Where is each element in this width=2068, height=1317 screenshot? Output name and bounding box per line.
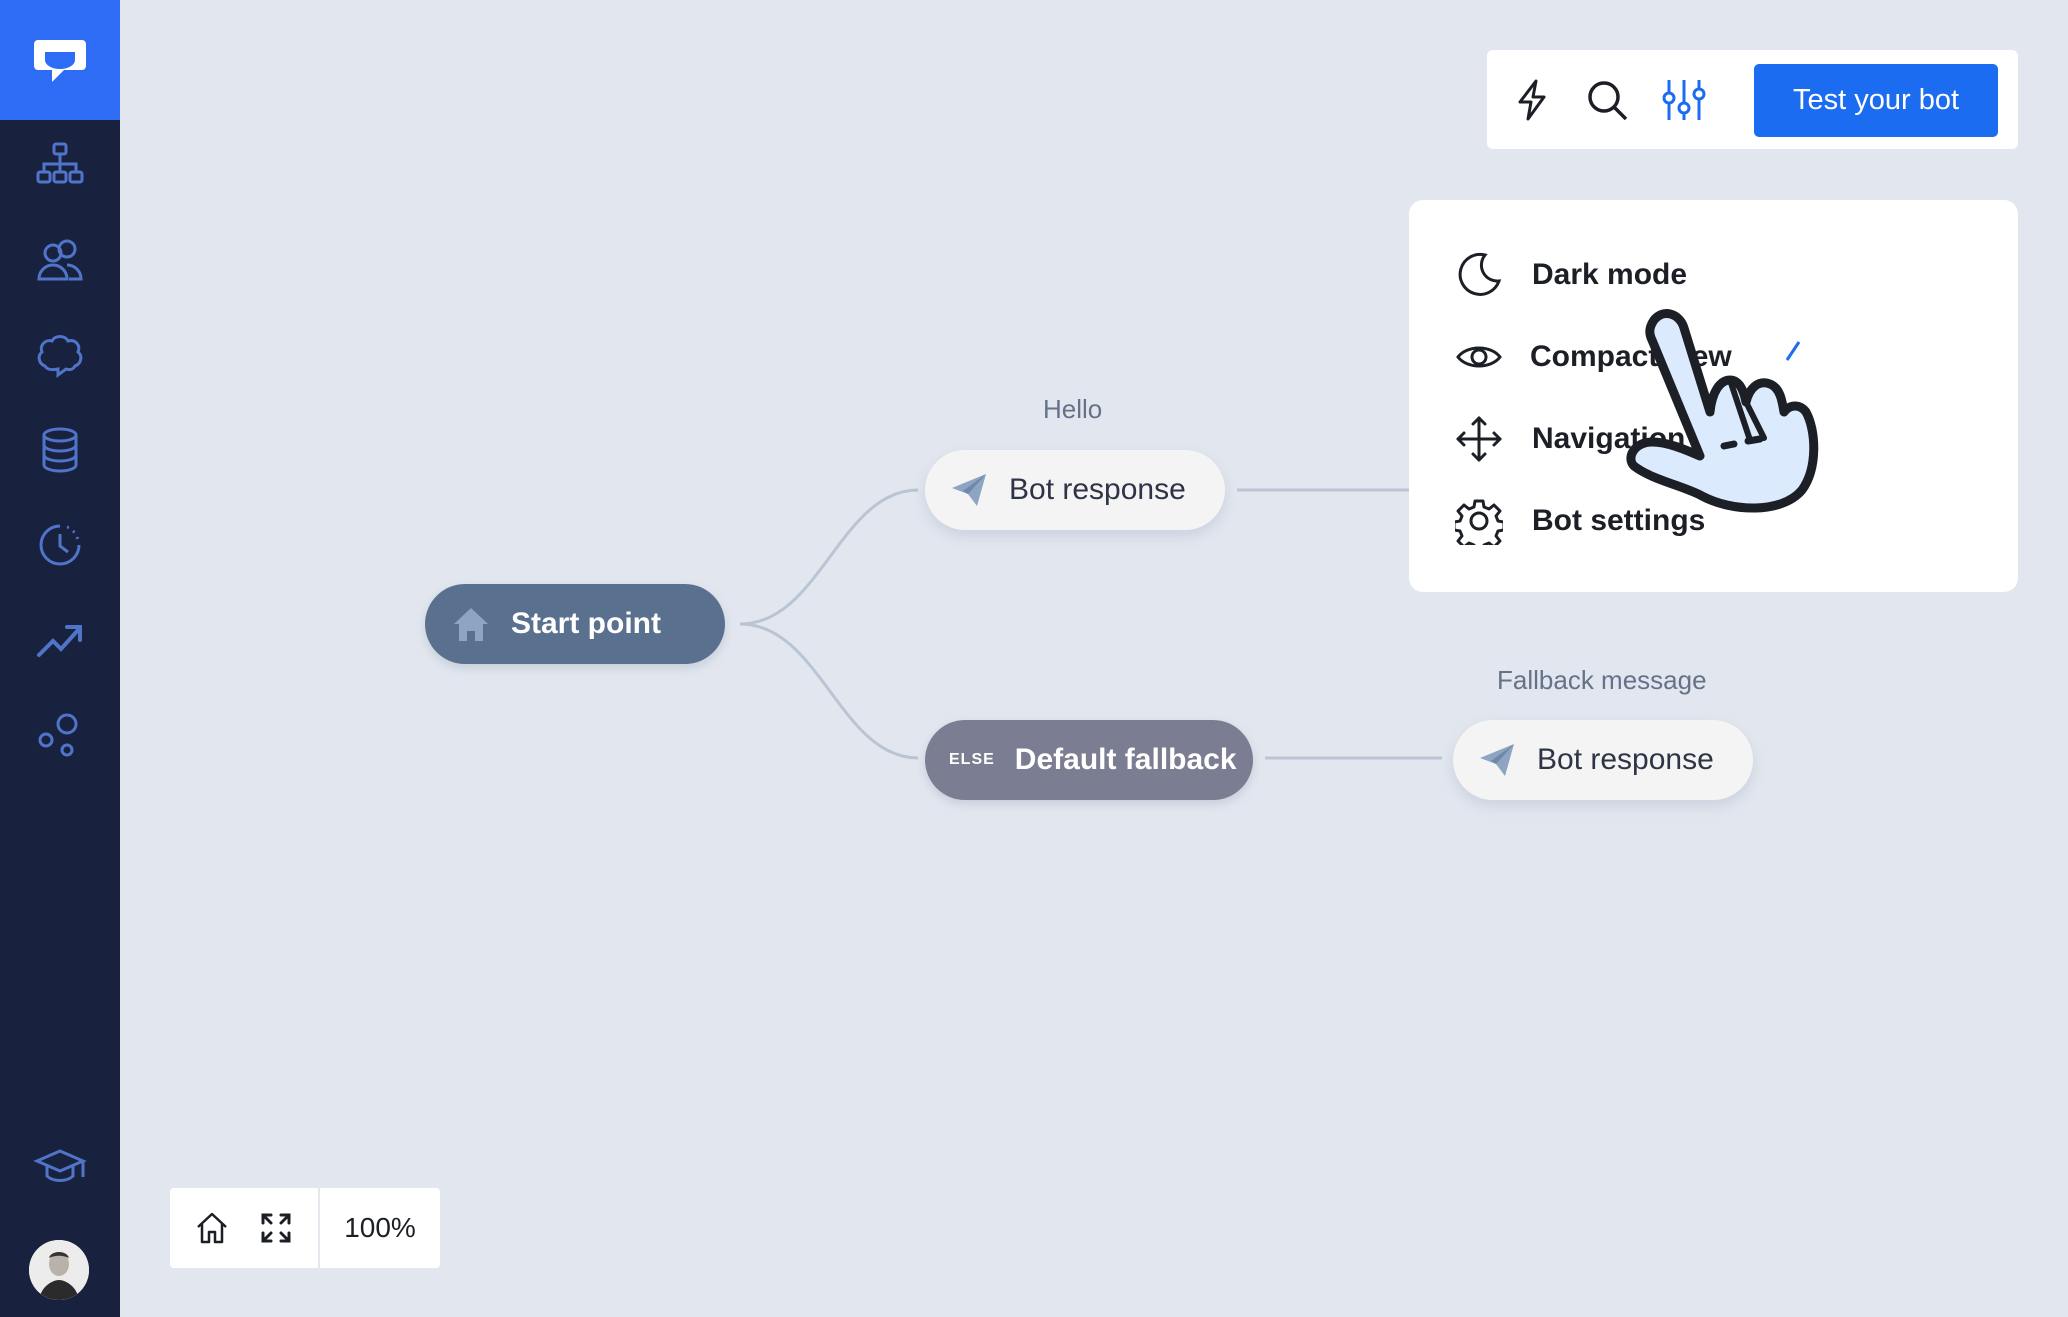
lightning-button[interactable] xyxy=(1504,72,1560,128)
test-your-bot-button[interactable]: Test your bot xyxy=(1754,64,1998,137)
users-icon xyxy=(37,239,83,281)
eye-icon xyxy=(1454,332,1504,382)
chat-logo[interactable] xyxy=(0,0,120,120)
start-point-label: Start point xyxy=(511,607,661,640)
compact-view-check-icon xyxy=(1785,341,1801,361)
search-button[interactable] xyxy=(1579,72,1635,128)
settings-sliders-button[interactable] xyxy=(1656,72,1712,128)
bot-response-label: Bot response xyxy=(1009,473,1186,506)
moon-icon xyxy=(1454,250,1504,300)
brain-icon xyxy=(37,335,83,378)
home-outline-icon xyxy=(197,1212,227,1244)
sidebar-item-flow[interactable] xyxy=(30,135,90,195)
expand-icon xyxy=(261,1213,291,1243)
menu-label: Bot settings xyxy=(1532,504,1706,537)
search-icon xyxy=(1588,81,1628,121)
hierarchy-icon xyxy=(36,142,84,184)
default-fallback-node[interactable]: ELSE Default fallback xyxy=(925,720,1253,800)
sidebar-item-reports[interactable] xyxy=(30,610,90,670)
sidebar-item-integrations[interactable] xyxy=(30,705,90,765)
sliders-icon xyxy=(1662,80,1706,120)
avatar[interactable] xyxy=(29,1240,89,1300)
zoom-controls: 100% xyxy=(170,1188,440,1268)
default-fallback-label: Default fallback xyxy=(1014,743,1237,776)
sidebar-item-ai[interactable] xyxy=(30,325,90,385)
home-icon xyxy=(454,608,488,641)
bot-response-node-fallback[interactable]: Bot response xyxy=(1453,720,1753,800)
database-icon xyxy=(42,427,78,473)
zoom-level[interactable]: 100% xyxy=(344,1212,416,1243)
bubbles-icon xyxy=(38,713,78,757)
sidebar xyxy=(0,0,120,1317)
sidebar-item-audience[interactable] xyxy=(30,230,90,290)
flow-connectors xyxy=(739,488,1442,760)
zoom-divider xyxy=(318,1188,320,1268)
branch-caption-hello: Hello xyxy=(1043,394,1103,424)
branch-caption-fallback: Fallback message xyxy=(1497,665,1707,695)
pointer-hand-icon xyxy=(1626,309,1819,513)
lightning-icon xyxy=(1518,79,1546,121)
menu-label: Dark mode xyxy=(1532,258,1688,291)
else-tag: ELSE xyxy=(949,751,995,768)
sidebar-item-history[interactable] xyxy=(30,515,90,575)
paper-plane-icon xyxy=(952,474,986,506)
trend-icon xyxy=(37,625,82,657)
start-point-node[interactable]: Start point xyxy=(425,584,725,664)
paper-plane-icon xyxy=(1480,744,1514,776)
gear-icon xyxy=(1454,496,1504,546)
graduation-cap-icon xyxy=(33,1149,87,1182)
home-view-button[interactable] xyxy=(184,1200,240,1256)
fullscreen-button[interactable] xyxy=(248,1200,304,1256)
user-photo-icon xyxy=(29,1240,89,1300)
move-arrows-icon xyxy=(1454,414,1504,464)
flow-canvas[interactable] xyxy=(120,0,2068,1317)
sidebar-item-learning[interactable] xyxy=(30,1138,90,1198)
menu-item-bot-settings[interactable]: Bot settings xyxy=(1454,491,1954,551)
chat-logo-icon xyxy=(34,40,86,82)
top-toolbar: Test your bot xyxy=(1487,50,2018,149)
clock-icon xyxy=(39,524,81,566)
bot-response-node-hello[interactable]: Bot response xyxy=(925,450,1225,530)
sidebar-item-data[interactable] xyxy=(30,420,90,480)
menu-item-dark-mode[interactable]: Dark mode xyxy=(1454,245,1954,305)
bot-response-label: Bot response xyxy=(1537,743,1714,776)
